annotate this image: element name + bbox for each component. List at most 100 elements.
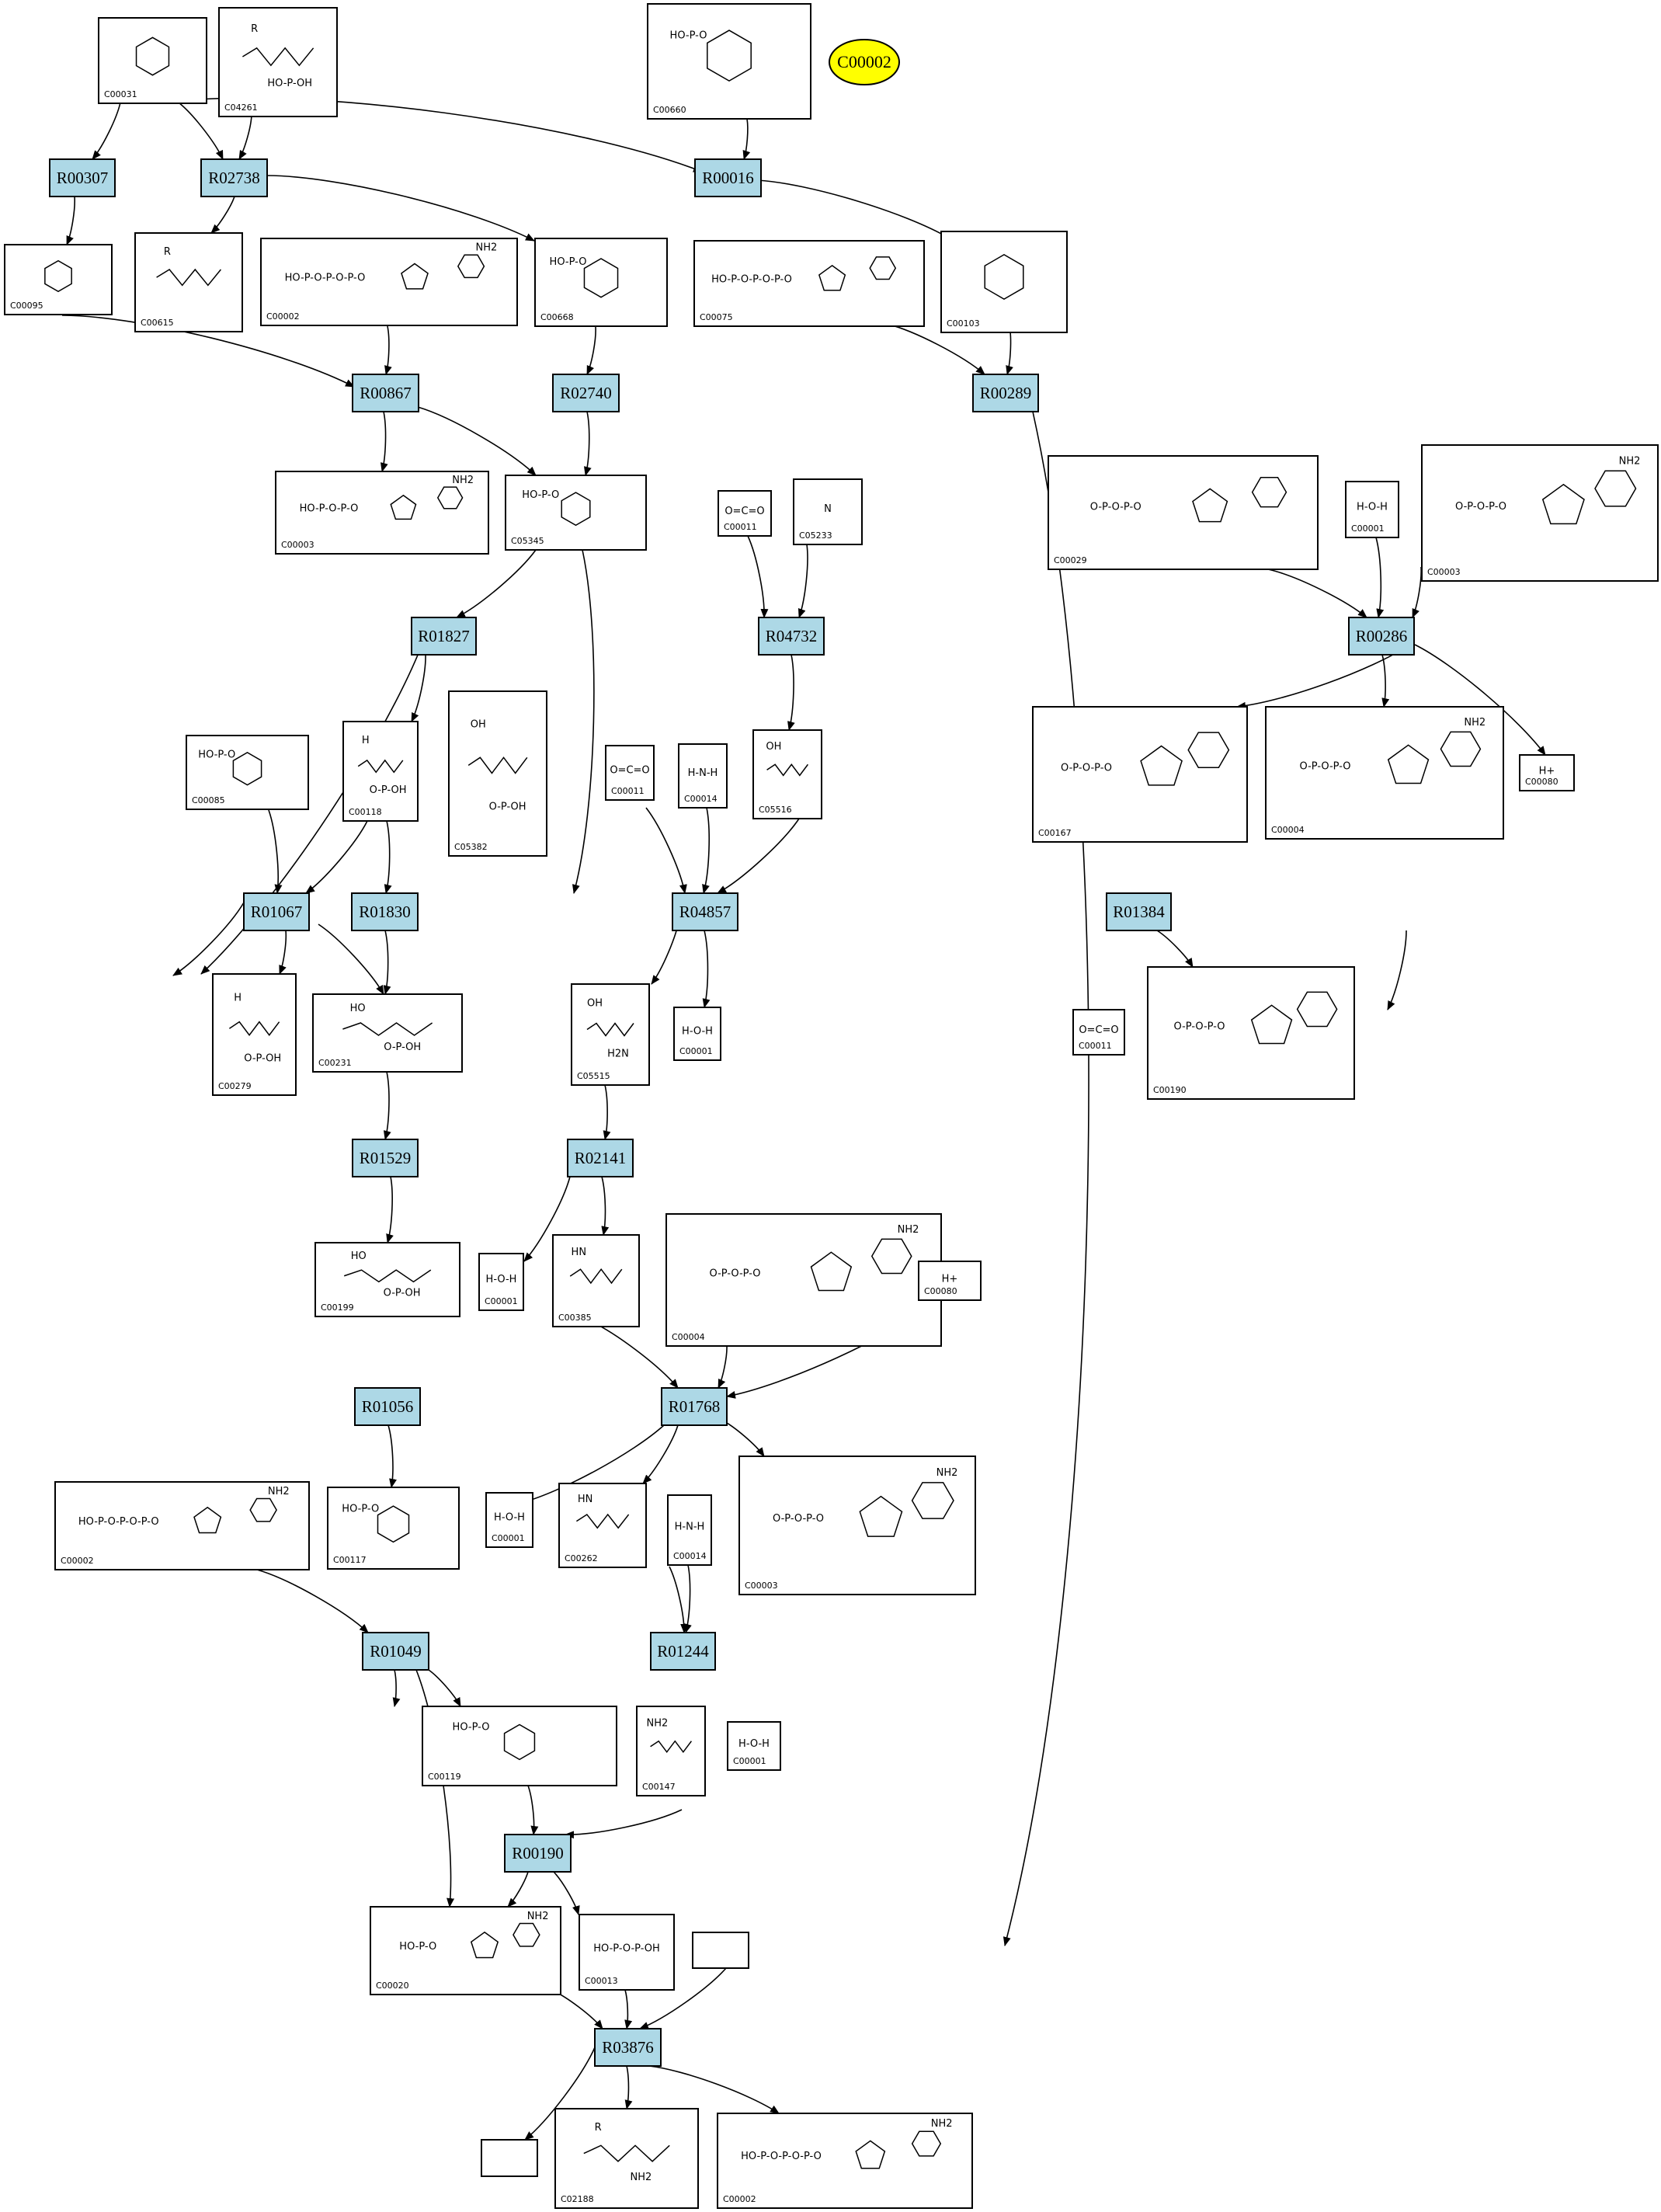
reaction-node[interactable]: R01529 — [352, 1139, 419, 1177]
reaction-node[interactable]: R01244 — [650, 1632, 716, 1671]
compound-node[interactable]: C00103 — [940, 231, 1068, 333]
reaction-node[interactable]: R01056 — [354, 1387, 421, 1426]
reaction-edge — [669, 1566, 689, 1633]
reaction-node[interactable]: R00307 — [49, 158, 116, 197]
compound-id: C00001 — [492, 1533, 525, 1543]
reaction-edge — [384, 820, 392, 894]
reaction-node[interactable]: R00867 — [352, 374, 419, 412]
base-glyph — [1187, 732, 1230, 769]
compound-box — [422, 1706, 617, 1786]
structure-label: O-P-O-P-O — [1090, 502, 1142, 513]
reaction-node[interactable]: R02141 — [567, 1139, 634, 1177]
reaction-node[interactable]: R00286 — [1348, 617, 1415, 656]
reaction-box — [694, 158, 762, 197]
reaction-node[interactable]: R01768 — [661, 1387, 728, 1426]
compound-node[interactable]: C00095 — [4, 244, 113, 315]
compound-node[interactable]: H+C00080 — [918, 1261, 982, 1301]
reaction-node[interactable]: R01067 — [243, 892, 310, 931]
reaction-id: R00289 — [980, 384, 1032, 402]
reaction-id: R00307 — [57, 169, 109, 187]
reaction-node[interactable]: R00289 — [972, 374, 1039, 412]
compound-box — [793, 478, 863, 545]
reaction-edge — [642, 1424, 679, 1484]
compound-node[interactable] — [692, 1932, 749, 1969]
reaction-node[interactable]: R02740 — [552, 374, 620, 412]
reaction-edge — [268, 809, 283, 894]
reaction-node[interactable]: R01384 — [1106, 892, 1172, 931]
reaction-node[interactable]: R04732 — [758, 617, 825, 656]
compound-box — [918, 1261, 982, 1301]
compound-box — [647, 3, 811, 120]
reaction-node[interactable]: R04857 — [672, 892, 738, 931]
compound-node[interactable]: H+C00080 — [1519, 754, 1575, 791]
reaction-node[interactable]: R03876 — [594, 2028, 662, 2067]
reaction-node[interactable]: R01830 — [351, 892, 419, 931]
reaction-edge — [624, 1989, 633, 2029]
reaction-node[interactable]: R01049 — [362, 1632, 429, 1671]
reaction-edge — [520, 1424, 665, 1504]
reaction-node[interactable]: R00016 — [694, 158, 762, 197]
reaction-box — [243, 892, 310, 931]
reaction-node[interactable]: R02738 — [200, 158, 268, 197]
highlight-compound[interactable]: C00002 — [829, 39, 900, 85]
compound-box — [940, 231, 1068, 333]
reaction-edge — [553, 1871, 580, 1915]
reaction-id: R00286 — [1356, 627, 1408, 645]
reaction-id: R02740 — [560, 384, 612, 402]
reaction-node[interactable]: R00190 — [504, 1834, 572, 1873]
ribose-glyph — [818, 264, 846, 291]
structure-label: NH2 — [631, 2172, 652, 2183]
compound-node[interactable]: C00031 — [98, 17, 207, 104]
compound-id: C00004 — [672, 1332, 705, 1342]
structure-label: O=C=O — [725, 506, 764, 517]
structure-label: H+ — [942, 1274, 958, 1285]
compound-node[interactable] — [481, 2139, 538, 2177]
reaction-id: R02738 — [208, 169, 260, 187]
reaction-node[interactable]: R01827 — [411, 617, 477, 656]
